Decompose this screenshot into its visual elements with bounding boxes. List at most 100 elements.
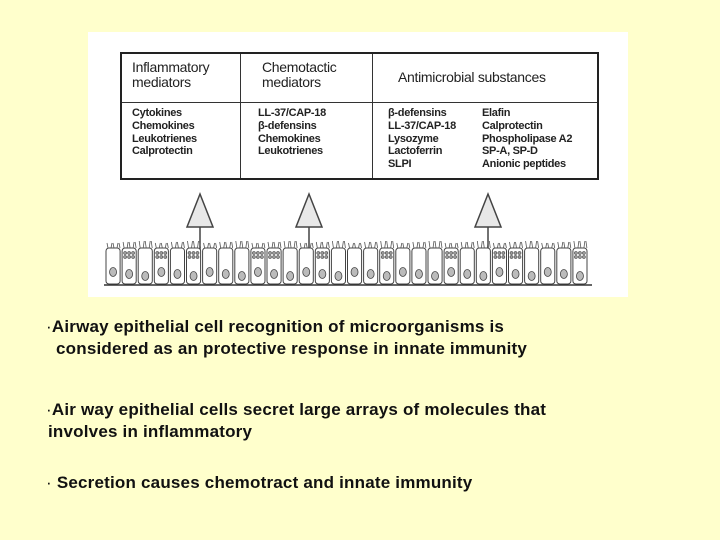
granule <box>454 251 457 254</box>
cell-nucleus <box>319 270 326 279</box>
cell-nucleus <box>496 268 503 277</box>
granule <box>188 255 191 258</box>
cell-nucleus <box>351 268 358 277</box>
granule <box>578 255 581 258</box>
cilium <box>304 243 305 248</box>
cell-nucleus <box>399 268 406 277</box>
cilium <box>419 242 420 248</box>
granule <box>321 251 324 254</box>
cell-nucleus <box>222 270 229 279</box>
cilium <box>467 242 468 248</box>
cilium <box>493 243 494 248</box>
granule <box>252 255 255 258</box>
granule <box>450 251 453 254</box>
granule <box>578 251 581 254</box>
cilium <box>387 241 388 248</box>
cilium <box>326 242 327 248</box>
cilium <box>328 242 329 248</box>
cell-nucleus <box>190 272 197 281</box>
cilium <box>489 241 490 248</box>
cilium <box>107 243 108 248</box>
cilium <box>574 241 575 248</box>
cell-nucleus <box>142 272 149 281</box>
granule <box>272 255 275 258</box>
granule <box>574 251 577 254</box>
cilium <box>306 243 307 248</box>
cilium <box>129 242 130 248</box>
granule <box>160 255 163 258</box>
cilium <box>455 243 456 248</box>
cilium <box>433 241 434 248</box>
cilium <box>149 241 150 248</box>
cell-nucleus <box>415 270 422 279</box>
granule <box>450 255 453 258</box>
cilium <box>471 242 472 248</box>
granule <box>446 255 449 258</box>
cilium <box>214 243 215 248</box>
cilium <box>425 242 426 248</box>
cilium <box>361 243 362 248</box>
granule <box>268 251 271 254</box>
granule <box>164 251 167 254</box>
epithelial-cell-layer <box>88 32 628 297</box>
cilium <box>439 241 440 248</box>
cilium <box>123 242 124 248</box>
cilium <box>336 241 337 248</box>
granule <box>454 255 457 258</box>
cilium <box>546 243 547 248</box>
cilium <box>216 243 217 248</box>
cilium <box>198 241 199 248</box>
cell-nucleus <box>528 272 535 281</box>
granule <box>192 251 195 254</box>
cilium <box>322 242 323 248</box>
granule <box>381 251 384 254</box>
cilium <box>457 243 458 248</box>
granule <box>317 251 320 254</box>
cilium <box>252 243 253 248</box>
cilium <box>483 241 484 248</box>
granule <box>518 255 521 258</box>
cilium <box>127 242 128 248</box>
cell-nucleus <box>238 272 245 281</box>
granule <box>446 251 449 254</box>
granule <box>498 251 501 254</box>
cilium <box>133 242 134 248</box>
cilium <box>397 243 398 248</box>
cilium <box>473 242 474 248</box>
cilium <box>449 243 450 248</box>
granule <box>514 255 517 258</box>
cell-nucleus <box>287 272 294 281</box>
cilium <box>375 242 376 248</box>
cilium <box>224 242 225 248</box>
granule <box>256 255 259 258</box>
granule <box>132 251 135 254</box>
granule <box>518 251 521 254</box>
bullet-point: ·Airway epithelial cell recognition of m… <box>46 316 527 360</box>
epithelial-cell <box>299 248 313 284</box>
cell-nucleus <box>174 270 181 279</box>
cilium <box>568 242 569 248</box>
cilium <box>288 241 289 248</box>
cell-nucleus <box>126 270 133 279</box>
cilium <box>532 241 533 248</box>
cilium <box>413 242 414 248</box>
cilium <box>570 242 571 248</box>
cell-nucleus <box>158 268 165 277</box>
granule <box>514 251 517 254</box>
cilium <box>332 241 333 248</box>
cilium <box>272 242 273 248</box>
cilium <box>284 241 285 248</box>
granule <box>260 255 263 258</box>
epithelial-cell <box>203 248 217 284</box>
cilium <box>505 243 506 248</box>
granule <box>582 255 585 258</box>
cilium <box>204 243 205 248</box>
cilium <box>161 243 162 248</box>
cell-nucleus <box>464 270 471 279</box>
cilium <box>445 243 446 248</box>
cell-nucleus <box>480 272 487 281</box>
granule <box>502 255 505 258</box>
cilium <box>562 242 563 248</box>
cilium <box>143 241 144 248</box>
granule <box>498 255 501 258</box>
